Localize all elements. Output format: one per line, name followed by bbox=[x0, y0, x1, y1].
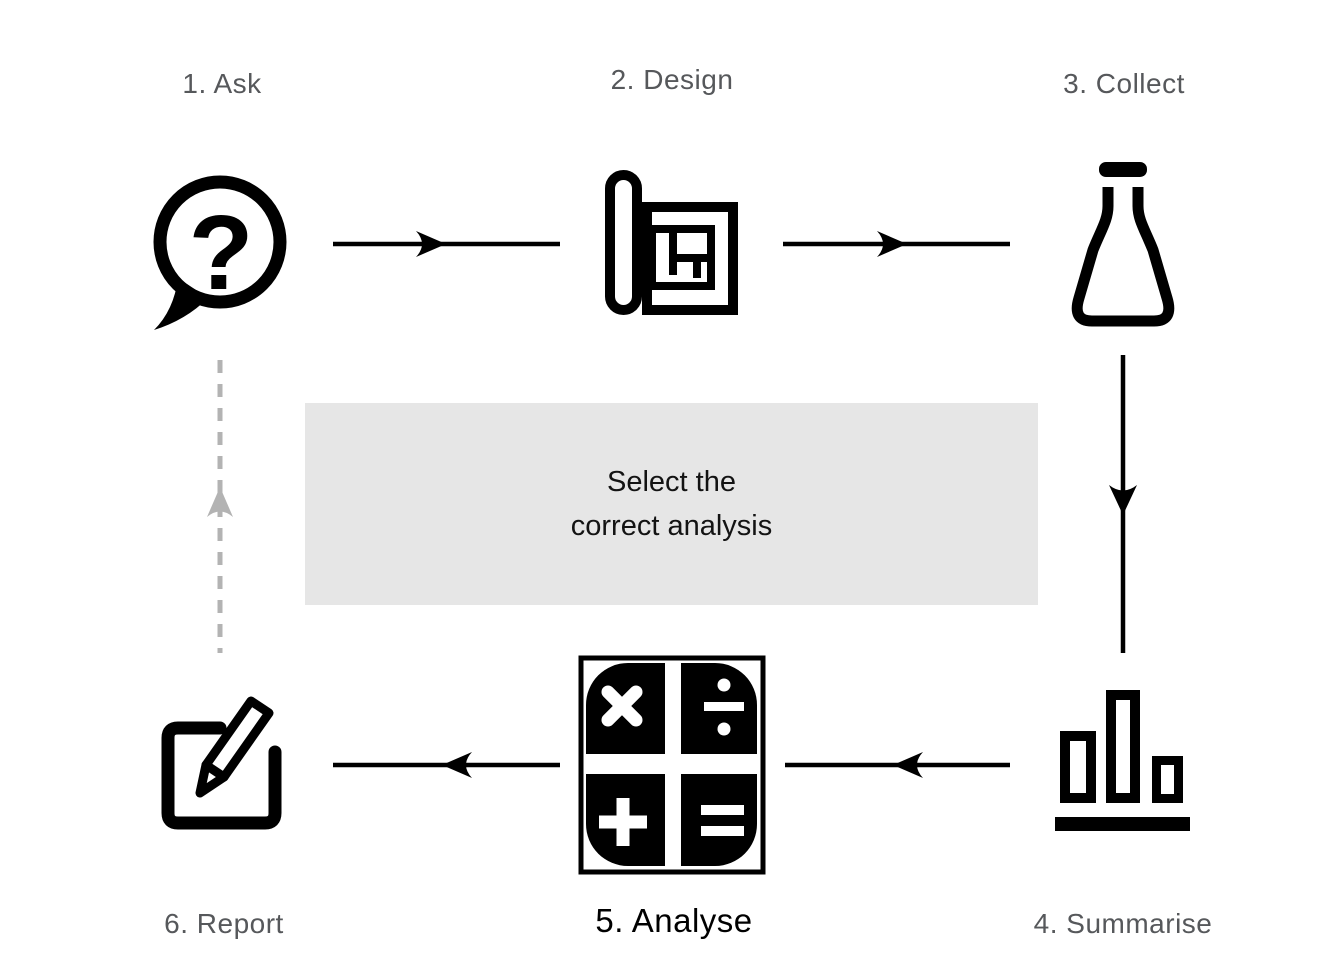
note-line-1: Select the bbox=[607, 466, 736, 498]
step-5-label: 5. Analyse bbox=[595, 902, 753, 939]
flow-arrow-report-to-ask-dotted bbox=[207, 360, 233, 653]
step-2-label: 2. Design bbox=[610, 64, 734, 95]
note-line-2: correct analysis bbox=[570, 510, 773, 542]
write-report-icon bbox=[161, 696, 282, 830]
flask-icon bbox=[1071, 162, 1175, 327]
flow-arrow-analyse-to-report bbox=[333, 752, 560, 778]
flow-arrow-ask-to-design bbox=[333, 231, 560, 257]
step-3-label: 3. Collect bbox=[1063, 68, 1185, 99]
flow-arrow-summarise-to-analyse bbox=[785, 752, 1010, 778]
divide-glyph bbox=[704, 678, 744, 736]
flow-arrow-collect-to-summarise bbox=[1109, 355, 1137, 653]
multiply-glyph bbox=[601, 685, 643, 727]
note-box: Select the correct analysis bbox=[305, 403, 1038, 605]
question-mark-glyph: ? bbox=[189, 194, 254, 312]
blueprint-plan-icon bbox=[605, 170, 738, 315]
step-1-label: 1. Ask bbox=[182, 68, 262, 99]
step-4-label: 4. Summarise bbox=[1033, 908, 1213, 939]
plus-glyph bbox=[599, 798, 647, 846]
flow-arrow-design-to-collect bbox=[783, 231, 1010, 257]
step-6-label: 6. Report bbox=[164, 908, 284, 939]
calculator-icon bbox=[578, 655, 766, 875]
bar-chart-icon bbox=[1055, 690, 1190, 831]
speech-bubble-question-icon: ? bbox=[153, 175, 287, 330]
equals-glyph bbox=[701, 805, 744, 836]
